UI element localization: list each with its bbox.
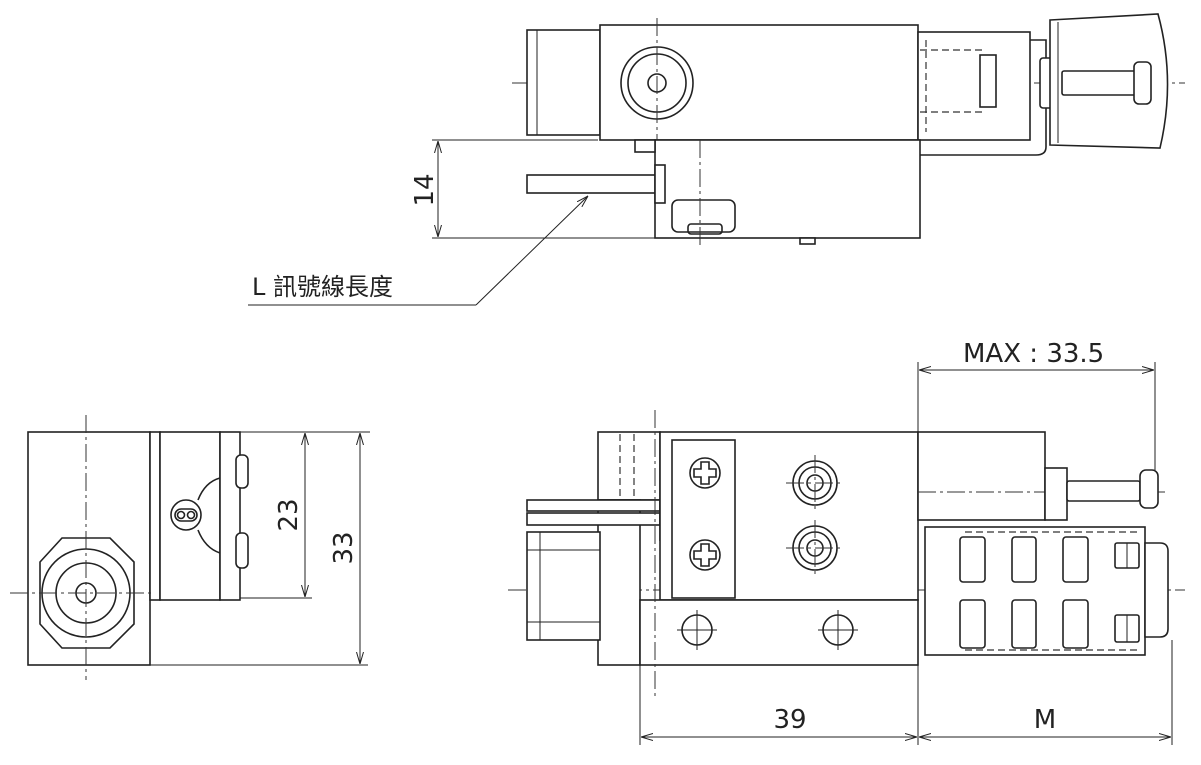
front-view-right-housing xyxy=(917,431,1046,521)
front-view xyxy=(508,410,1185,700)
front-view-mount-screw-bottom xyxy=(786,520,844,576)
front-view-lock-nut xyxy=(1044,467,1068,521)
top-view-connector xyxy=(671,199,736,233)
end-view-spacer xyxy=(149,431,161,601)
end-view-indicator-window xyxy=(174,508,198,522)
dim-14-label: 14 xyxy=(410,173,440,206)
end-view-connector-outline xyxy=(197,477,221,554)
front-view-adjust-knob xyxy=(1139,469,1159,509)
manifold-window-r1-c3 xyxy=(1062,536,1089,583)
top-view-adjust-knob xyxy=(1133,61,1152,105)
top-view-signal-cable xyxy=(526,174,656,194)
top-view-hex-fitting xyxy=(526,29,601,136)
terminal-screw-head xyxy=(689,539,721,571)
phillips-cross-icon xyxy=(693,461,717,485)
signal-wire-length-label: L 訊號線長度 xyxy=(252,273,393,301)
dim-23-label: 23 xyxy=(274,498,304,531)
end-view-bump-top xyxy=(235,454,249,489)
dim-39-label: 39 xyxy=(773,705,806,735)
end-view-indicator-led-left xyxy=(176,510,186,520)
manifold-window-r2-c2 xyxy=(1011,599,1037,649)
terminal-screw-head xyxy=(689,457,721,489)
manifold-window-r1-c1 xyxy=(959,536,986,583)
top-view-spring-seat xyxy=(979,54,997,108)
top-view xyxy=(512,13,1185,246)
end-view-indicator xyxy=(170,499,202,531)
front-view-terminal-screw-top xyxy=(689,457,721,489)
end-view-bump-bottom xyxy=(235,532,249,569)
dim-33-label: 33 xyxy=(329,531,359,564)
top-view-sensor-step xyxy=(634,139,656,153)
end-view-hex-nut xyxy=(39,537,135,649)
front-view-mount-screw-top xyxy=(786,455,844,511)
top-view-cable-grommet xyxy=(654,164,666,204)
top-view-bottom-bump xyxy=(799,237,816,245)
front-view-terminal-screw-bottom xyxy=(689,539,721,571)
front-view-signal-cable-lower xyxy=(526,512,661,526)
top-view-right-housing xyxy=(917,31,1031,141)
top-view-adjust-rod xyxy=(1061,70,1138,96)
top-view-connector-tab xyxy=(687,223,723,235)
front-view-upper-left-block xyxy=(597,431,661,501)
front-view-hex-fitting xyxy=(526,531,601,641)
front-view-end-plug xyxy=(1144,542,1169,638)
dim-m-label: M xyxy=(1034,705,1056,735)
manifold-window-r1-c2 xyxy=(1011,536,1037,583)
front-view-signal-cable-upper xyxy=(526,499,661,512)
signal-wire-leader xyxy=(475,196,588,306)
end-view xyxy=(10,415,249,680)
phillips-cross-icon xyxy=(693,543,717,567)
end-view-indicator-led-right xyxy=(186,510,196,520)
end-view-sensor-cover xyxy=(219,431,241,601)
end-view-dimensions: 23 33 xyxy=(150,431,370,666)
top-view-dimensions: 14 L 訊號線長度 xyxy=(248,139,700,306)
front-view-adjust-rod xyxy=(1066,480,1141,502)
dim-max-label: MAX : 33.5 xyxy=(963,339,1104,369)
front-view-dimensions: MAX : 33.5 39 M xyxy=(639,339,1173,745)
front-view-lower-left-body xyxy=(597,499,641,666)
manifold-window-r2-c1 xyxy=(959,599,986,649)
top-view-bracket xyxy=(920,39,1047,156)
manifold-window-r2-c3 xyxy=(1062,599,1089,649)
